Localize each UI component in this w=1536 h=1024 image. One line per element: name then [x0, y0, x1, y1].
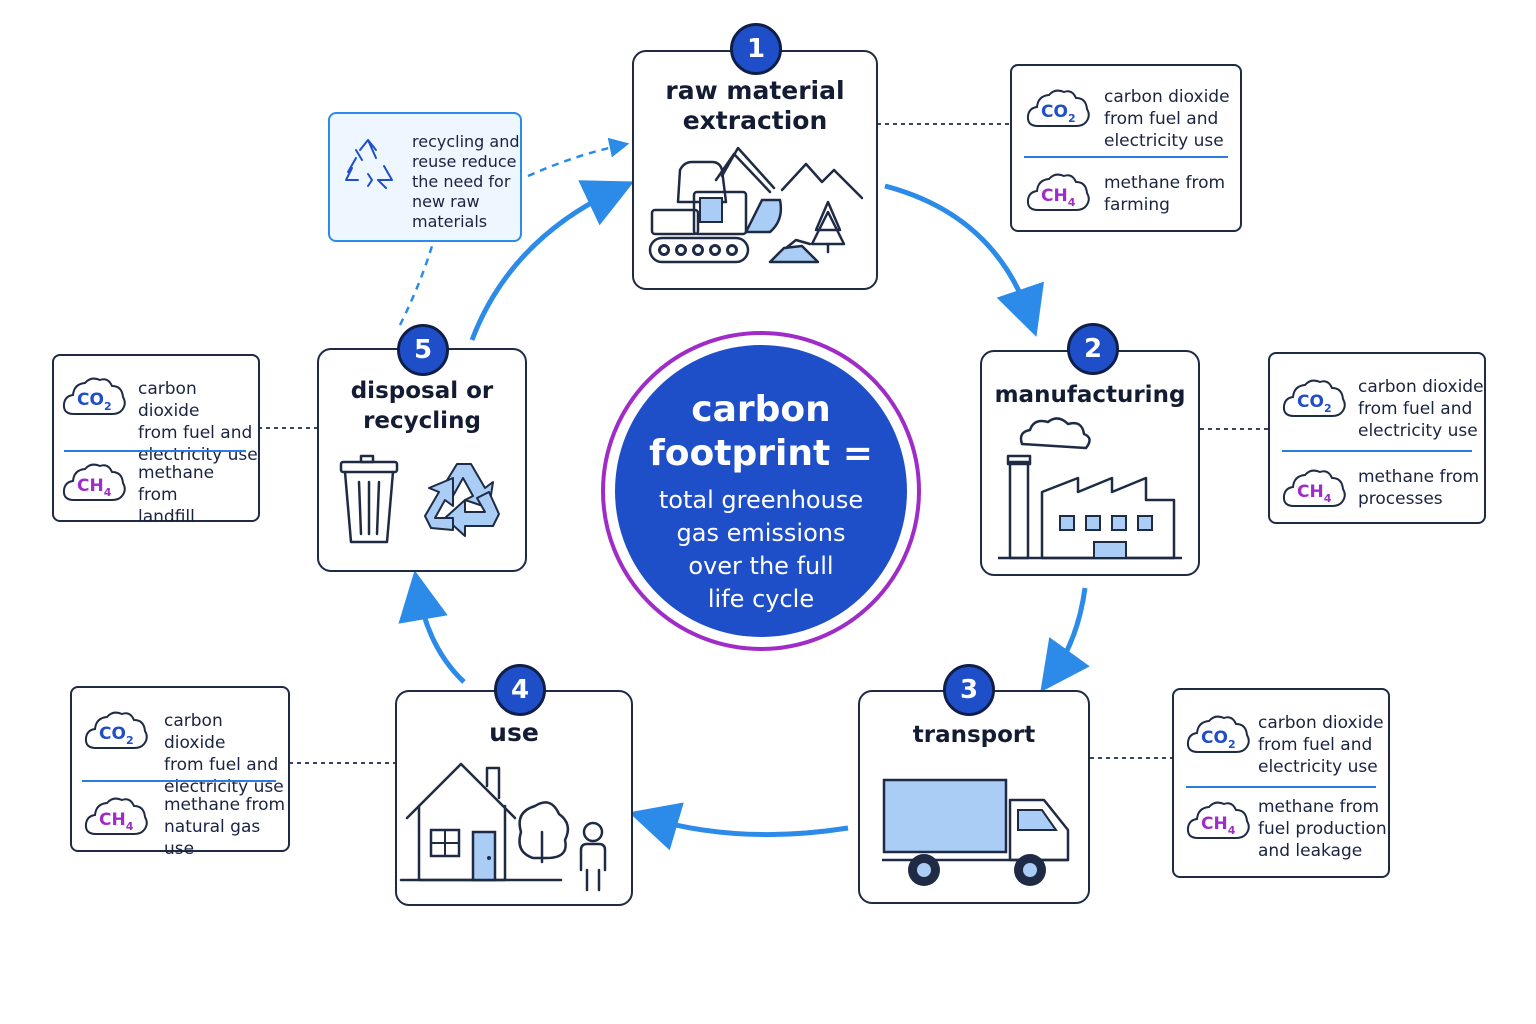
co2-formula-label: CO2: [99, 724, 134, 747]
formula-subscript: 2: [1324, 402, 1332, 415]
co2-formula-label: CO2: [77, 390, 112, 413]
stage-title: manufacturing: [994, 382, 1186, 408]
ch4-cloud-icon: CH4: [60, 460, 128, 508]
ch4-cloud-icon: CH4: [82, 794, 150, 842]
arrow-transport-to-use: [628, 802, 849, 851]
co2-formula-label: CO2: [1201, 728, 1236, 751]
stage-manufacturing: manufacturing: [980, 350, 1200, 576]
ch4-cloud-icon: CH4: [1280, 466, 1348, 514]
ch4-formula-label: CH4: [1041, 186, 1076, 209]
stage-number-badge: 4: [494, 664, 546, 716]
co2-description: carbon dioxide from fuel and electricity…: [1358, 377, 1484, 441]
ch4-description: methane from natural gas use: [164, 795, 286, 859]
ch4-description: methane from farming: [1104, 173, 1226, 215]
dashed-arrow-note-to-extraction: [527, 137, 630, 178]
formula-subscript: 4: [1324, 492, 1332, 505]
arrow-disposal-to-extraction: [469, 180, 635, 341]
separator: [64, 450, 246, 452]
arrow-manufacturing-to-transport: [1040, 587, 1090, 693]
co2-formula-label: CO2: [1297, 392, 1332, 415]
co2-cloud-icon: CO2: [1024, 86, 1092, 134]
stage-title: raw material extraction: [665, 76, 845, 135]
formula-subscript: 2: [104, 400, 112, 413]
excavator-mountains-icon: [648, 146, 864, 264]
center-summary: carbon footprint = total greenhouse gas …: [600, 330, 922, 652]
stage-disposal-or-recycling: disposal or recycling: [317, 348, 527, 572]
formula-subscript: 4: [1228, 824, 1236, 837]
dashed-line-disposal-to-note: [398, 245, 434, 326]
formula-subscript: 4: [126, 820, 134, 833]
co2-cloud-icon: CO2: [1184, 712, 1252, 760]
center-title: carbon footprint =: [649, 389, 873, 474]
co2-description: carbon dioxide from fuel and electricity…: [1258, 713, 1384, 777]
stage-title: use: [489, 718, 539, 747]
separator: [1282, 450, 1472, 452]
emissions-box-manufacturing: CO2 carbon dioxide from fuel and electri…: [1268, 352, 1486, 524]
center-circle: [601, 331, 921, 651]
formula-subscript: 2: [126, 734, 134, 747]
recycle-icon: [345, 139, 393, 189]
separator: [82, 780, 276, 782]
co2-description: carbon dioxide from fuel and electricity…: [138, 379, 258, 465]
arrow-extraction-to-manufacturing: [884, 183, 1045, 337]
separator: [1186, 786, 1376, 788]
stage-transport: transport: [858, 690, 1090, 904]
ch4-cloud-icon: CH4: [1024, 170, 1092, 218]
stage-raw-material-extraction: raw material extraction: [632, 50, 878, 290]
truck-icon: [882, 778, 1070, 886]
trash-recycle-icon: [339, 454, 500, 544]
stage-use: use: [395, 690, 633, 906]
separator: [1024, 156, 1228, 158]
formula-subscript: 2: [1068, 112, 1076, 125]
ch4-formula-label: CH4: [77, 476, 112, 499]
recycling-note: recycling and reuse reduce the need for …: [328, 112, 522, 242]
stage-title: transport: [912, 722, 1036, 748]
emissions-box-disposal: CO2 carbon dioxide from fuel and electri…: [52, 354, 260, 527]
stage-number-badge: 5: [397, 324, 449, 376]
ch4-cloud-icon: CH4: [1184, 798, 1252, 846]
ch4-description: methane from fuel production and leakage: [1258, 797, 1387, 861]
factory-icon: [998, 417, 1182, 560]
stage-number-badge: 1: [730, 23, 782, 75]
formula-subscript: 2: [1228, 738, 1236, 751]
ch4-description: methane from landfill: [138, 463, 215, 527]
center-subtitle: total greenhouse gas emissions over the …: [658, 486, 864, 613]
stage-title: disposal or recycling: [350, 378, 494, 434]
recycling-note-text: recycling and reuse reduce the need for …: [412, 132, 520, 231]
ch4-formula-label: CH4: [1201, 814, 1236, 837]
co2-description: carbon dioxide from fuel and electricity…: [1104, 87, 1230, 151]
co2-cloud-icon: CO2: [82, 708, 150, 756]
emissions-box-extraction: CO2 carbon dioxide from fuel and electri…: [1010, 64, 1242, 232]
stage-number-badge: 2: [1067, 323, 1119, 375]
stage-number-badge: 3: [943, 664, 995, 716]
co2-formula-label: CO2: [1041, 102, 1076, 125]
arrow-use-to-disposal: [398, 570, 466, 684]
emissions-box-use: CO2 carbon dioxide from fuel and electri…: [70, 686, 290, 859]
ch4-formula-label: CH4: [99, 810, 134, 833]
co2-cloud-icon: CO2: [1280, 376, 1348, 424]
co2-cloud-icon: CO2: [60, 374, 128, 422]
formula-subscript: 4: [104, 486, 112, 499]
ch4-formula-label: CH4: [1297, 482, 1332, 505]
formula-subscript: 4: [1068, 196, 1076, 209]
house-person-icon: [399, 762, 607, 892]
emissions-box-transport: CO2 carbon dioxide from fuel and electri…: [1172, 688, 1390, 878]
ch4-description: methane from processes: [1358, 467, 1480, 509]
co2-description: carbon dioxide from fuel and electricity…: [164, 711, 284, 797]
